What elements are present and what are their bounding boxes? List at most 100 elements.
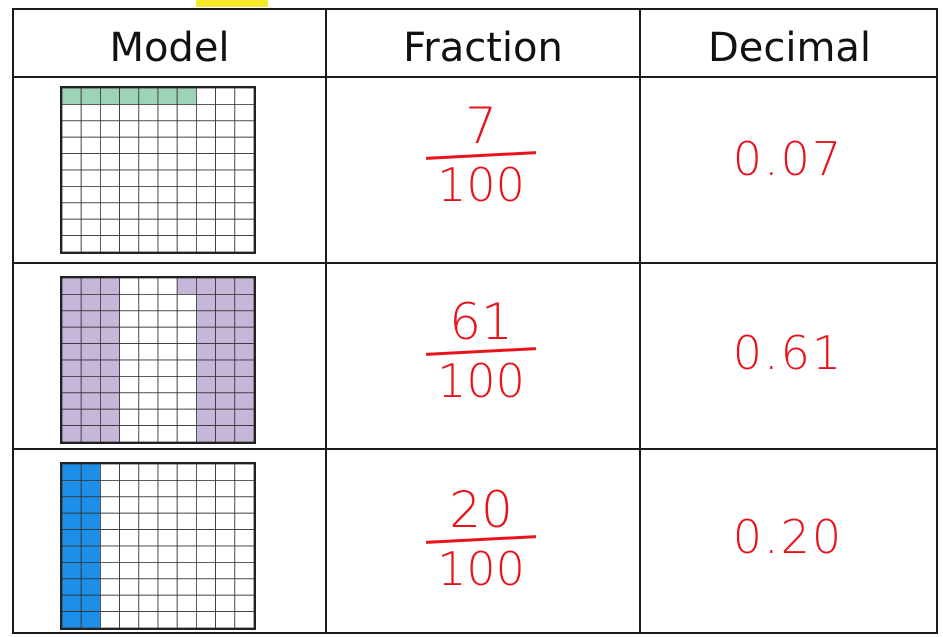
grid-cell	[100, 562, 121, 580]
grid-cell	[234, 562, 254, 580]
shaded-cell	[215, 408, 236, 426]
shaded-cell	[195, 408, 216, 426]
shaded-cell	[100, 293, 121, 312]
hundred-grid-model-1	[60, 86, 256, 254]
grid-cell	[157, 235, 178, 252]
grid-cell	[176, 512, 197, 531]
shaded-cell	[157, 88, 178, 105]
grid-cell	[100, 103, 121, 122]
grid-svg	[62, 464, 254, 628]
shaded-cell	[62, 496, 82, 514]
grid-cell	[176, 425, 197, 442]
grid-cell	[215, 120, 236, 138]
shaded-cell	[80, 479, 101, 498]
shaded-cell	[100, 376, 121, 394]
grid-cell	[157, 293, 178, 312]
grid-cell	[215, 545, 236, 563]
grid-cell	[157, 136, 178, 155]
grid-cell	[119, 464, 140, 481]
fraction-2: 61 100	[406, 294, 556, 409]
grid-cell	[157, 278, 178, 295]
grid-cell	[80, 153, 101, 171]
grid-svg	[62, 88, 254, 252]
shaded-cell	[234, 425, 254, 442]
shaded-cell	[138, 88, 159, 105]
grid-cell	[176, 376, 197, 394]
shaded-cell	[119, 88, 140, 105]
shaded-cell	[215, 425, 236, 442]
grid-cell	[100, 578, 121, 596]
decimal-3: 0.20	[732, 510, 844, 564]
grid-cell	[195, 153, 216, 171]
grid-cell	[157, 186, 178, 204]
grid-cell	[195, 594, 216, 612]
shaded-cell	[195, 359, 216, 377]
grid-cell	[176, 562, 197, 580]
grid-cell	[234, 594, 254, 612]
grid-cell	[138, 578, 159, 596]
grid-cell	[176, 359, 197, 377]
shaded-cell	[62, 392, 82, 410]
grid-cell	[215, 186, 236, 204]
grid-cell	[215, 153, 236, 171]
grid-cell	[138, 408, 159, 426]
grid-cell	[119, 408, 140, 426]
grid-cell	[80, 136, 101, 155]
grid-cell	[62, 169, 82, 187]
decimal-2: 0.61	[732, 326, 844, 380]
shaded-cell	[62, 529, 82, 547]
shaded-cell	[62, 278, 82, 295]
grid-cell	[100, 202, 121, 220]
denominator-2: 100	[437, 354, 525, 408]
grid-cell	[119, 496, 140, 514]
grid-cell	[234, 169, 254, 187]
grid-cell	[234, 512, 254, 531]
grid-cell	[176, 103, 197, 122]
grid-cell	[234, 186, 254, 204]
grid-cell	[119, 594, 140, 612]
grid-cell	[62, 202, 82, 220]
grid-cell	[119, 186, 140, 204]
shaded-cell	[234, 359, 254, 377]
shaded-cell	[80, 293, 101, 312]
grid-cell	[138, 293, 159, 312]
shaded-cell	[80, 611, 101, 628]
grid-cell	[215, 611, 236, 628]
grid-cell	[138, 479, 159, 498]
grid-cell	[176, 529, 197, 547]
shaded-cell	[80, 594, 101, 612]
grid-cell	[215, 479, 236, 498]
denominator-1: 100	[437, 158, 525, 212]
grid-cell	[100, 529, 121, 547]
shaded-cell	[215, 326, 236, 345]
shaded-cell	[62, 425, 82, 442]
grid-cell	[195, 562, 216, 580]
shaded-cell	[62, 611, 82, 628]
grid-cell	[215, 235, 236, 252]
shaded-cell	[100, 343, 121, 361]
grid-cell	[234, 88, 254, 105]
shaded-cell	[80, 343, 101, 361]
shaded-cell	[62, 562, 82, 580]
grid-cell	[215, 136, 236, 155]
grid-cell	[195, 88, 216, 105]
grid-cell	[157, 611, 178, 628]
grid-cell	[119, 545, 140, 563]
grid-cell	[119, 293, 140, 312]
grid-cell	[157, 392, 178, 410]
grid-cell	[119, 343, 140, 361]
grid-cell	[215, 578, 236, 596]
grid-cell	[176, 611, 197, 628]
grid-cell	[176, 136, 197, 155]
shaded-cell	[215, 278, 236, 295]
numerator-1: 7	[465, 97, 497, 155]
grid-cell	[176, 408, 197, 426]
shaded-cell	[80, 376, 101, 394]
grid-cell	[234, 235, 254, 252]
shaded-cell	[234, 376, 254, 394]
grid-cell	[119, 376, 140, 394]
grid-cell	[157, 310, 178, 328]
grid-cell	[157, 408, 178, 426]
grid-cell	[119, 278, 140, 295]
grid-cell	[157, 120, 178, 138]
